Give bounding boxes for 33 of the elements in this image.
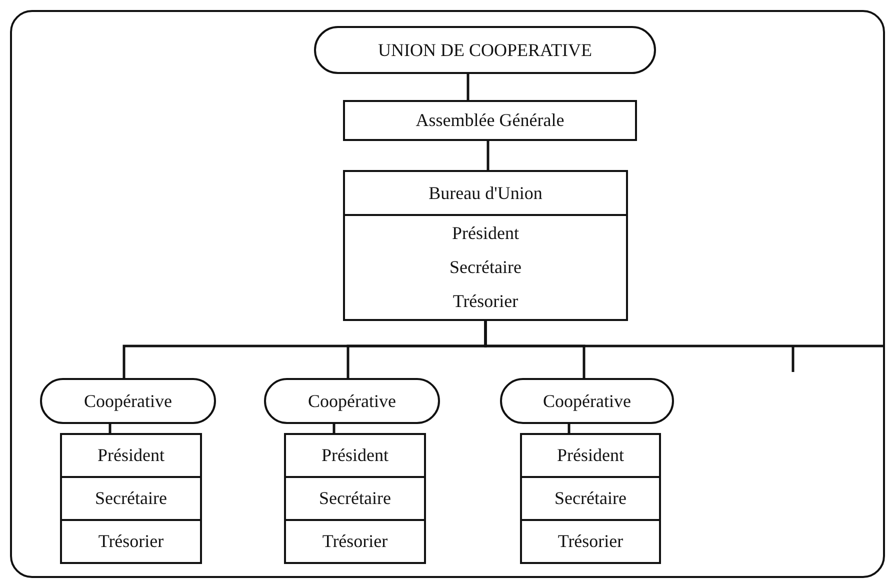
node-title: Assemblée Générale bbox=[416, 110, 564, 131]
table-box bbox=[520, 433, 661, 564]
role-label: Secrétaire bbox=[319, 488, 391, 509]
node-title: UNION DE COOPERATIVE bbox=[378, 40, 592, 60]
node-title: Coopérative bbox=[543, 390, 631, 412]
rounded-box bbox=[500, 378, 674, 424]
role-label: Président bbox=[557, 445, 624, 466]
node-title: Coopérative bbox=[84, 390, 172, 412]
table-box bbox=[60, 433, 202, 564]
connector-line bbox=[486, 141, 490, 170]
role-label: Trésorier bbox=[322, 531, 388, 552]
node-title: Bureau d'Union bbox=[428, 182, 542, 204]
node-title: Coopérative bbox=[308, 390, 396, 412]
rounded-box bbox=[314, 26, 656, 74]
role-label: Secrétaire bbox=[554, 488, 626, 509]
role-label: Secrétaire bbox=[450, 256, 522, 278]
connector-line bbox=[568, 424, 570, 433]
table-box bbox=[284, 433, 426, 564]
connector-line bbox=[332, 424, 336, 433]
table-box bbox=[343, 170, 628, 321]
connector-line bbox=[466, 74, 470, 100]
role-label: Trésorier bbox=[452, 291, 518, 312]
rounded-box bbox=[264, 378, 440, 424]
role-label: Secrétaire bbox=[95, 488, 167, 509]
role-label: Trésorier bbox=[98, 531, 164, 552]
role-label: Président bbox=[98, 445, 164, 466]
rounded-box bbox=[40, 378, 216, 424]
role-label: Président bbox=[452, 222, 519, 244]
role-label: Trésorier bbox=[558, 531, 624, 552]
role-label: Président bbox=[322, 445, 388, 466]
connector-line bbox=[484, 320, 884, 374]
process-box bbox=[343, 100, 637, 141]
connector-line bbox=[108, 424, 112, 433]
